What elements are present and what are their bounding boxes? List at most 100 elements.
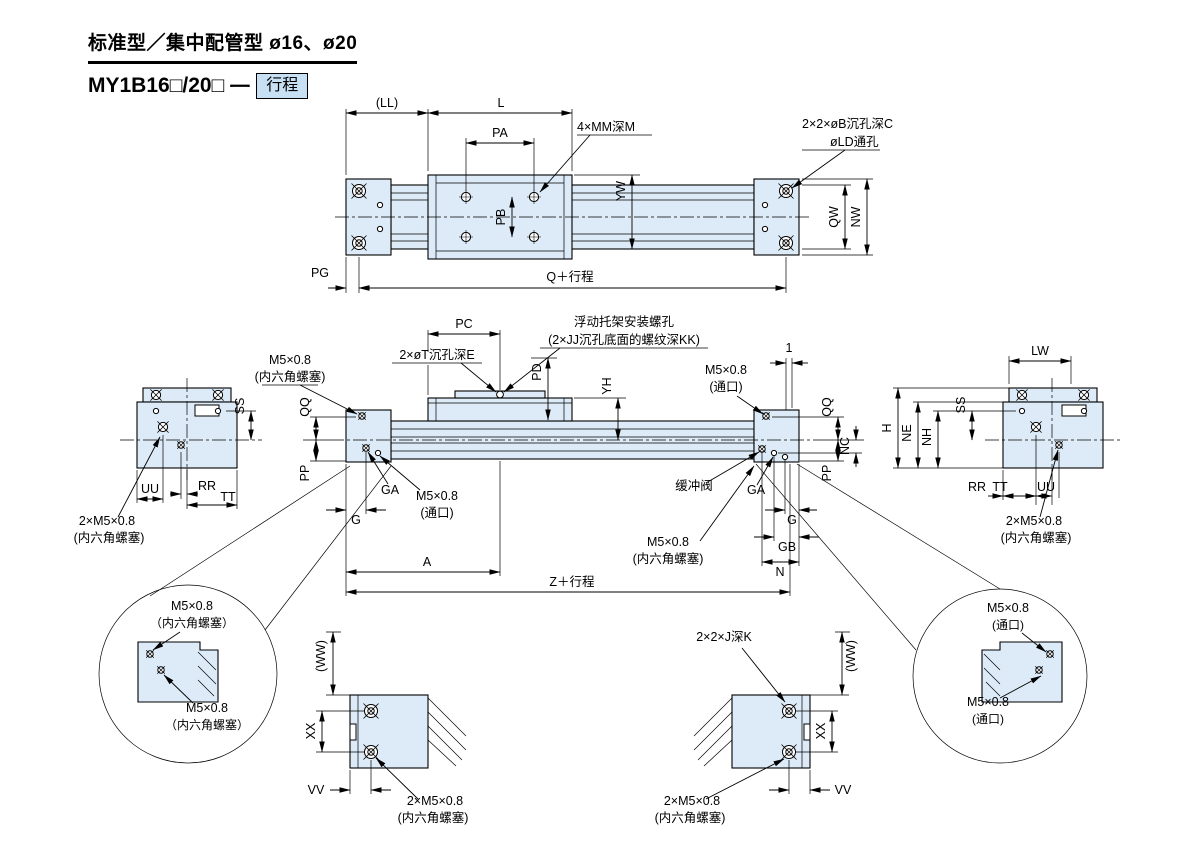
plug-hole	[363, 744, 379, 760]
dim-label-nc: NC	[838, 437, 852, 455]
bottom-left-view: (WW) XX VV 2×M5×0.8 (内六角螺塞)	[304, 631, 469, 825]
counterbore-hole	[351, 183, 367, 199]
dim-label-q-stroke: Q＋行程	[546, 269, 594, 284]
callout-counterbore-line2: øLD通孔	[830, 135, 879, 149]
bracket-mounting-hole	[496, 390, 504, 399]
screw-head	[1015, 388, 1029, 402]
dim-label-ww: (WW)	[314, 640, 328, 672]
slider-table-front	[427, 397, 573, 422]
centerlines	[985, 378, 1120, 480]
callout-bottom-plug-line2: (内六角螺塞)	[398, 810, 469, 825]
port-hole	[770, 449, 778, 457]
end-cap-bottom	[349, 694, 429, 769]
detail-section	[981, 641, 1063, 703]
callout-detail-bottom-line2: (通口)	[972, 712, 1004, 726]
callout-detail-top-line1: M5×0.8	[171, 599, 213, 613]
page-title: 标准型／集中配管型 ø16、ø20	[88, 28, 358, 64]
dim-label-qq-left: QQ	[298, 397, 312, 417]
dim-label-vv: VV	[308, 783, 325, 797]
left-end-view: SS UU RR TT 2×M5×0.8 (内六角螺塞)	[74, 378, 262, 545]
centerlines	[120, 378, 262, 480]
dim-label-tt-left: TT	[220, 490, 236, 504]
dim-label-pg: PG	[311, 266, 329, 280]
hex-plug	[357, 411, 367, 421]
dim-label-gb: GB	[778, 540, 796, 554]
small-hole	[761, 201, 769, 209]
callout-j-holes: 2×2×J深K	[696, 630, 752, 644]
notch	[803, 723, 811, 741]
hex-plug	[156, 665, 166, 675]
left-detail-circle: M5×0.8 （内六角螺塞） M5×0.8 （内六角螺塞）	[98, 465, 392, 764]
callout-plug-tl-line2: (内六角螺塞)	[255, 369, 326, 384]
drawing-header: 标准型／集中配管型 ø16、ø20 MY1B16□/20□ ー 行程	[88, 28, 358, 99]
small-hole	[152, 407, 160, 415]
hex-plug	[1029, 420, 1043, 434]
counterbore-hole	[778, 235, 794, 251]
small-hole	[1080, 407, 1088, 415]
plug-hole	[781, 744, 797, 760]
right-end-view: LW H NE NH SS RR TT UU 2×M5×0.8 (内六角螺塞)	[880, 344, 1120, 545]
port-plug	[176, 440, 186, 450]
dim-label-tt-right: TT	[992, 480, 1008, 494]
callout-mm-holes: 4×MM深M	[577, 120, 635, 134]
model-row: MY1B16□/20□ ー 行程	[88, 73, 357, 99]
dim-label-yh: YH	[600, 377, 614, 394]
small-hole	[761, 225, 769, 233]
small-hole	[214, 407, 222, 415]
dim-label-ww: (WW)	[844, 640, 858, 672]
dim-label-ss-right: SS	[954, 397, 968, 414]
callout-plug-br-line2: (内六角螺塞)	[633, 551, 704, 566]
port-plug	[1054, 440, 1064, 450]
callout-detail-bottom-line2: （内六角螺塞）	[165, 717, 249, 732]
dim-label-uu-left: UU	[141, 482, 159, 496]
dim-label-pd: PD	[530, 363, 544, 380]
dim-label-l: L	[498, 96, 505, 110]
notch	[349, 723, 357, 741]
port-plug	[1045, 649, 1055, 659]
callout-plug-br-line1: M5×0.8	[647, 535, 689, 549]
callout-port-bl-line1: M5×0.8	[416, 489, 458, 503]
dim-label-xx: XX	[304, 722, 318, 739]
detail-balloon	[912, 588, 1088, 764]
left-end-cap	[345, 409, 392, 463]
port-hole	[781, 453, 789, 461]
callout-detail-top-line2: (通口)	[992, 618, 1024, 632]
dim-label-h: H	[880, 423, 894, 432]
callout-port-tr-line2: (通口)	[709, 380, 742, 394]
dim-label-pb: PB	[494, 209, 508, 226]
dim-label-pc: PC	[455, 317, 472, 331]
dim-label-yw: YW	[614, 181, 628, 201]
top-view: (LL) L PA 4×MM深M YW PB QW NW 2×2×øB沉孔深C …	[311, 96, 893, 293]
hex-plug	[145, 649, 155, 659]
dim-label-lw: LW	[1031, 344, 1049, 358]
label-cushion-valve: 缓冲阀	[675, 478, 713, 493]
dim-label-a: A	[423, 555, 432, 569]
dim-label-pp-right: PP	[820, 465, 834, 482]
dim-label-nh: NH	[920, 428, 934, 446]
dim-label-qw: QW	[827, 206, 841, 228]
small-hole	[376, 201, 384, 209]
detail-balloon	[98, 584, 278, 764]
callout-port-bl-line2: (通口)	[420, 506, 453, 520]
hatching	[427, 697, 467, 767]
callout-tbore: 2×øT沉孔深E	[399, 348, 474, 362]
screw-head	[1077, 388, 1091, 402]
callout-bottom-plug-line2: (内六角螺塞)	[655, 810, 726, 825]
dim-label-pa: PA	[492, 126, 508, 140]
thread-hole	[781, 703, 797, 719]
callout-port-tr-line1: M5×0.8	[705, 363, 747, 377]
callout-detail-top-line2: （内六角螺塞）	[150, 615, 234, 630]
callout-counterbore-line1: 2×2×øB沉孔深C	[802, 117, 893, 131]
callout-end-plug-line2: (内六角螺塞)	[74, 530, 145, 545]
counterbore-hole	[351, 235, 367, 251]
dim-label-pp-left: PP	[298, 465, 312, 482]
dim-label-rr-right: RR	[968, 480, 986, 494]
hatching	[693, 697, 733, 767]
label-ga-left: GA	[381, 483, 400, 497]
small-hole	[376, 225, 384, 233]
detail-section	[137, 641, 219, 703]
model-number: MY1B16□/20□	[88, 74, 225, 97]
callout-bracket-line1: 浮动托架安装螺孔	[574, 314, 675, 329]
